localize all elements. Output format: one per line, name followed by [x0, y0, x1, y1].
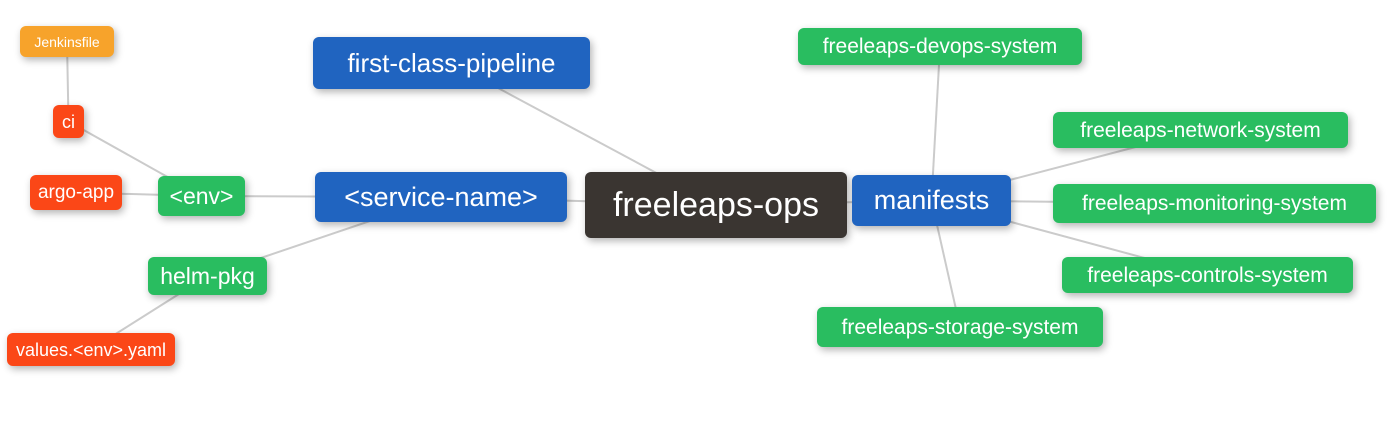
- node-label-env: <env>: [169, 182, 234, 209]
- node-freeleaps-controls-system[interactable]: freeleaps-controls-system: [1062, 257, 1353, 293]
- node-ci[interactable]: ci: [53, 105, 84, 138]
- node-label-argo-app: argo-app: [37, 182, 115, 203]
- node-label-values-env-yaml: values.<env>.yaml: [15, 339, 167, 360]
- edge-manifests-freeleaps-devops-system: [930, 46, 941, 201]
- node-label-freeleaps-monitoring-system: freeleaps-monitoring-system: [1082, 192, 1347, 215]
- node-label-manifests: manifests: [873, 185, 990, 215]
- node-manifests[interactable]: manifests: [852, 175, 1011, 226]
- node-freeleaps-network-system[interactable]: freeleaps-network-system: [1053, 112, 1348, 148]
- node-label-freeleaps-storage-system: freeleaps-storage-system: [841, 315, 1079, 339]
- node-label-freeleaps-network-system: freeleaps-network-system: [1080, 118, 1321, 142]
- node-freeleaps-monitoring-system[interactable]: freeleaps-monitoring-system: [1053, 184, 1376, 223]
- node-label-ci: ci: [62, 111, 75, 132]
- node-values-env-yaml[interactable]: values.<env>.yaml: [7, 333, 175, 366]
- node-label-first-class-pipeline: first-class-pipeline: [347, 48, 556, 78]
- node-argo-app[interactable]: argo-app: [30, 175, 122, 210]
- node-label-service-name: <service-name>: [344, 181, 538, 212]
- node-env[interactable]: <env>: [158, 176, 245, 216]
- node-freeleaps-devops-system[interactable]: freeleaps-devops-system: [798, 28, 1082, 65]
- node-first-class-pipeline[interactable]: first-class-pipeline: [313, 37, 590, 89]
- node-label-helm-pkg: helm-pkg: [160, 262, 255, 289]
- node-freeleaps-ops[interactable]: freeleaps-ops: [585, 172, 847, 238]
- node-label-freeleaps-devops-system: freeleaps-devops-system: [822, 35, 1058, 58]
- node-label-freeleaps-controls-system: freeleaps-controls-system: [1087, 263, 1328, 287]
- node-helm-pkg[interactable]: helm-pkg: [148, 257, 267, 295]
- node-jenkinsfile[interactable]: Jenkinsfile: [20, 26, 114, 57]
- node-service-name[interactable]: <service-name>: [315, 172, 567, 222]
- node-freeleaps-storage-system[interactable]: freeleaps-storage-system: [817, 307, 1103, 347]
- node-label-freeleaps-ops: freeleaps-ops: [612, 186, 819, 224]
- node-label-jenkinsfile: Jenkinsfile: [34, 33, 100, 50]
